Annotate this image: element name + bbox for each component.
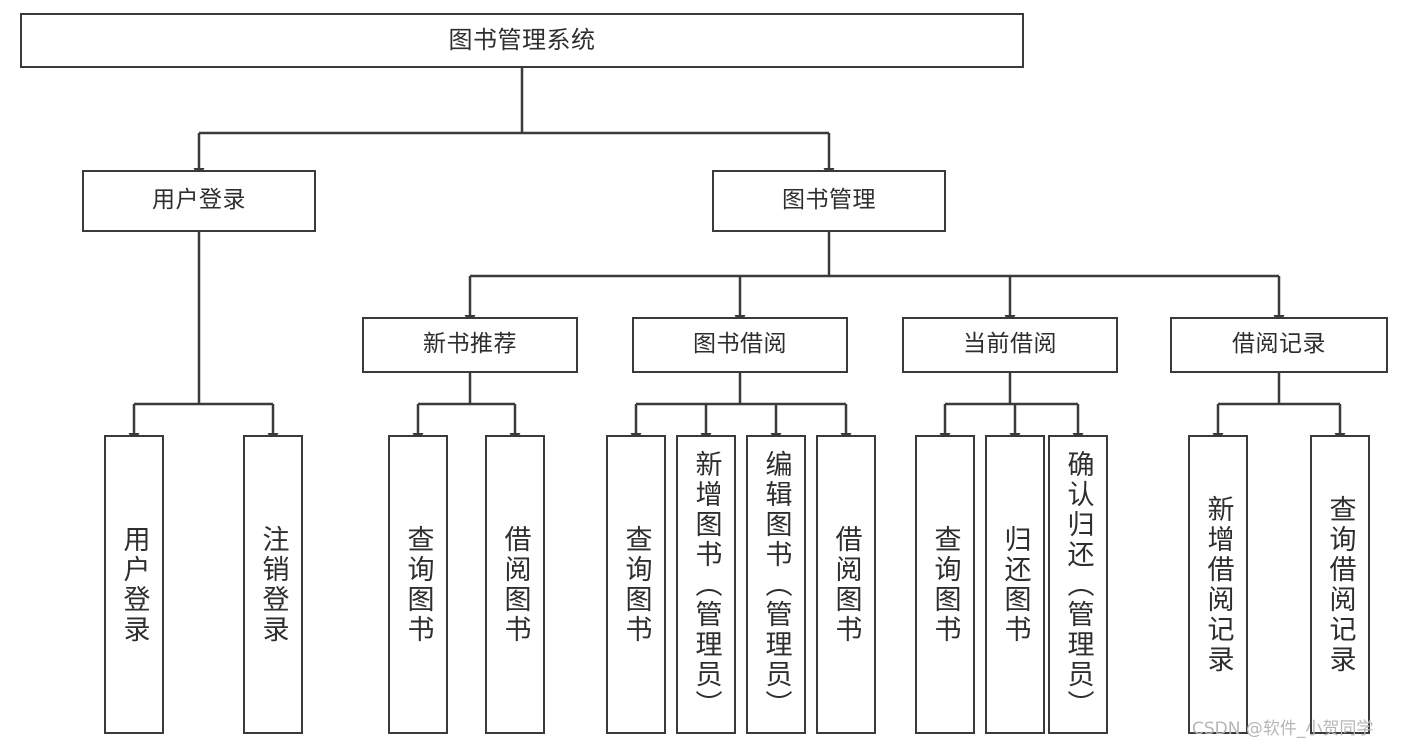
node-newbook[interactable]: 新书推荐 <box>362 317 578 373</box>
node-label-leaf-user-login: 用户登录 <box>118 524 150 645</box>
node-leaf-user-logout[interactable]: 注销登录 <box>243 435 303 734</box>
node-leaf-bo-borrow[interactable]: 借阅图书 <box>816 435 876 734</box>
node-leaf-re-add[interactable]: 新增借阅记录 <box>1188 435 1248 734</box>
node-leaf-bo-edit[interactable]: 编辑图书（管理员） <box>746 435 806 734</box>
node-label-leaf-cu-return: 归还图书 <box>999 524 1031 645</box>
node-label-records: 借阅记录 <box>1232 331 1326 358</box>
node-label-leaf-cu-query: 查询图书 <box>929 524 961 645</box>
node-label-leaf-re-add: 新增借阅记录 <box>1202 494 1234 675</box>
node-current[interactable]: 当前借阅 <box>902 317 1118 373</box>
node-label-root: 图书管理系统 <box>448 26 596 55</box>
edge-group <box>128 68 1346 443</box>
node-label-borrow: 图书借阅 <box>693 331 787 358</box>
node-label-leaf-bo-edit: 编辑图书（管理员） <box>760 449 792 720</box>
node-label-login: 用户登录 <box>152 187 246 214</box>
node-leaf-re-query[interactable]: 查询借阅记录 <box>1310 435 1370 734</box>
watermark-label: CSDN @软件_小贺同学 <box>1192 719 1374 739</box>
node-records[interactable]: 借阅记录 <box>1170 317 1388 373</box>
node-leaf-nb-query[interactable]: 查询图书 <box>388 435 448 734</box>
node-label-leaf-bo-query: 查询图书 <box>620 524 652 645</box>
node-bookmgmt[interactable]: 图书管理 <box>712 170 946 232</box>
node-leaf-user-login[interactable]: 用户登录 <box>104 435 164 734</box>
node-label-leaf-user-logout: 注销登录 <box>257 524 289 645</box>
node-label-leaf-bo-add: 新增图书（管理员） <box>690 449 722 720</box>
node-label-leaf-nb-borrow: 借阅图书 <box>499 524 531 645</box>
node-leaf-nb-borrow[interactable]: 借阅图书 <box>485 435 545 734</box>
node-label-leaf-cu-confirm: 确认归还（管理员） <box>1062 449 1094 720</box>
node-leaf-cu-return[interactable]: 归还图书 <box>985 435 1045 734</box>
node-label-newbook: 新书推荐 <box>423 331 517 358</box>
node-leaf-bo-add[interactable]: 新增图书（管理员） <box>676 435 736 734</box>
node-leaf-cu-query[interactable]: 查询图书 <box>915 435 975 734</box>
node-label-leaf-nb-query: 查询图书 <box>402 524 434 645</box>
node-label-leaf-re-query: 查询借阅记录 <box>1324 494 1356 675</box>
node-label-bookmgmt: 图书管理 <box>782 187 876 214</box>
node-leaf-cu-confirm[interactable]: 确认归还（管理员） <box>1048 435 1108 734</box>
node-borrow[interactable]: 图书借阅 <box>632 317 848 373</box>
node-leaf-bo-query[interactable]: 查询图书 <box>606 435 666 734</box>
node-login[interactable]: 用户登录 <box>82 170 316 232</box>
node-label-current: 当前借阅 <box>963 331 1057 358</box>
node-label-leaf-bo-borrow: 借阅图书 <box>830 524 862 645</box>
node-root[interactable]: 图书管理系统 <box>20 13 1024 68</box>
